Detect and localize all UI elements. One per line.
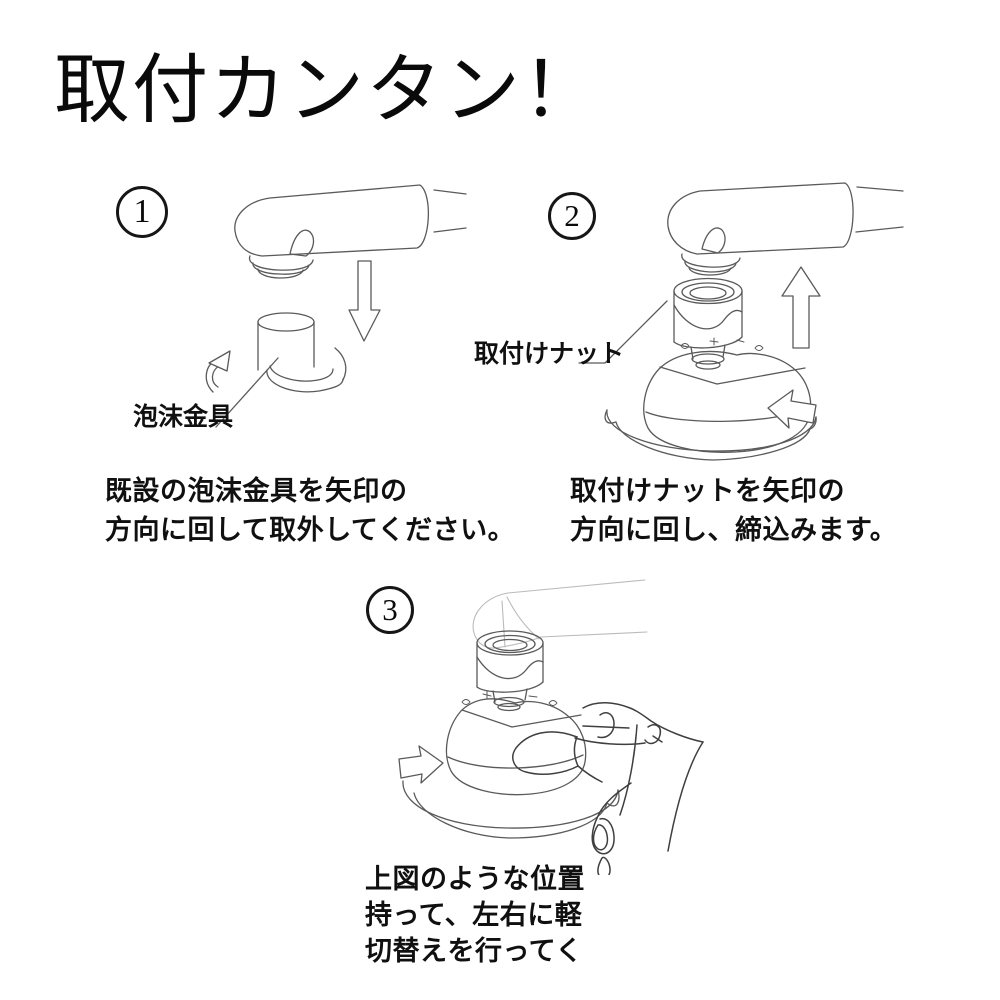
- step1-illustration: [100, 170, 500, 470]
- step3-number: 3: [382, 592, 398, 627]
- hand-illustration: [513, 703, 703, 854]
- step1-number: 1: [133, 193, 151, 230]
- aerator-label: 泡沫金具: [133, 403, 234, 431]
- caption-line: 上図のような位置: [365, 864, 585, 894]
- page-title: 取付カンタン！: [54, 49, 600, 133]
- dial-markings: [681, 338, 763, 351]
- faucet-spout: [668, 183, 903, 275]
- spout-tip-flap: [290, 230, 313, 256]
- faint-faucet-spout: [473, 580, 647, 648]
- rotation-ring: [399, 746, 619, 838]
- step1-caption: 既設の泡沫金具を矢印の 方向に回して取外してください。: [105, 472, 515, 550]
- mounting-nut-label: 取付けナット: [474, 340, 625, 368]
- up-arrow-icon: [782, 267, 820, 348]
- caption-line: 方向に回して取外してください。: [105, 515, 516, 545]
- rotation-arrow-icon: [768, 390, 816, 428]
- attachment-body: [446, 691, 585, 795]
- thumb: [592, 783, 631, 854]
- caption-line: 切替えを行ってく: [365, 936, 583, 966]
- caption-line: 取付けナットを矢印の: [570, 476, 845, 506]
- attachment-nut: [477, 631, 543, 711]
- spout-thread-rings: [250, 256, 313, 278]
- leader-line: [216, 358, 278, 427]
- down-arrow-icon: [349, 261, 380, 341]
- step2-caption: 取付けナットを矢印の 方向に回し、締込みます。: [570, 472, 897, 550]
- step2-number: 2: [564, 198, 580, 233]
- index-finger: [513, 732, 578, 774]
- aerator-flange: [267, 348, 346, 392]
- rotation-arrow-icon: [206, 351, 230, 392]
- spout-tip-flap: [702, 228, 725, 253]
- step3-number-badge: 3: [366, 586, 414, 634]
- caption-line: 既設の泡沫金具を矢印の: [105, 476, 408, 506]
- rotation-ring: [605, 390, 816, 460]
- faucet-spout: [235, 185, 466, 278]
- step2-number-badge: 2: [548, 192, 596, 240]
- step1-number-badge: 1: [116, 186, 168, 238]
- step3-illustration: [335, 575, 735, 875]
- rotation-arrow-icon: [399, 746, 443, 783]
- step3-caption: 上図のような位置 持って、左右に軽 切替えを行ってく: [365, 861, 585, 969]
- spout-thread-rings: [682, 254, 740, 275]
- step2-illustration: [455, 170, 905, 465]
- dial-markings: [462, 691, 557, 706]
- aerator-fitting: [258, 313, 346, 392]
- caption-line: 持って、左右に軽: [365, 900, 583, 930]
- water-drop-icon: [598, 857, 610, 875]
- caption-line: 方向に回し、締込みます。: [570, 515, 898, 545]
- leader-line: [579, 301, 667, 363]
